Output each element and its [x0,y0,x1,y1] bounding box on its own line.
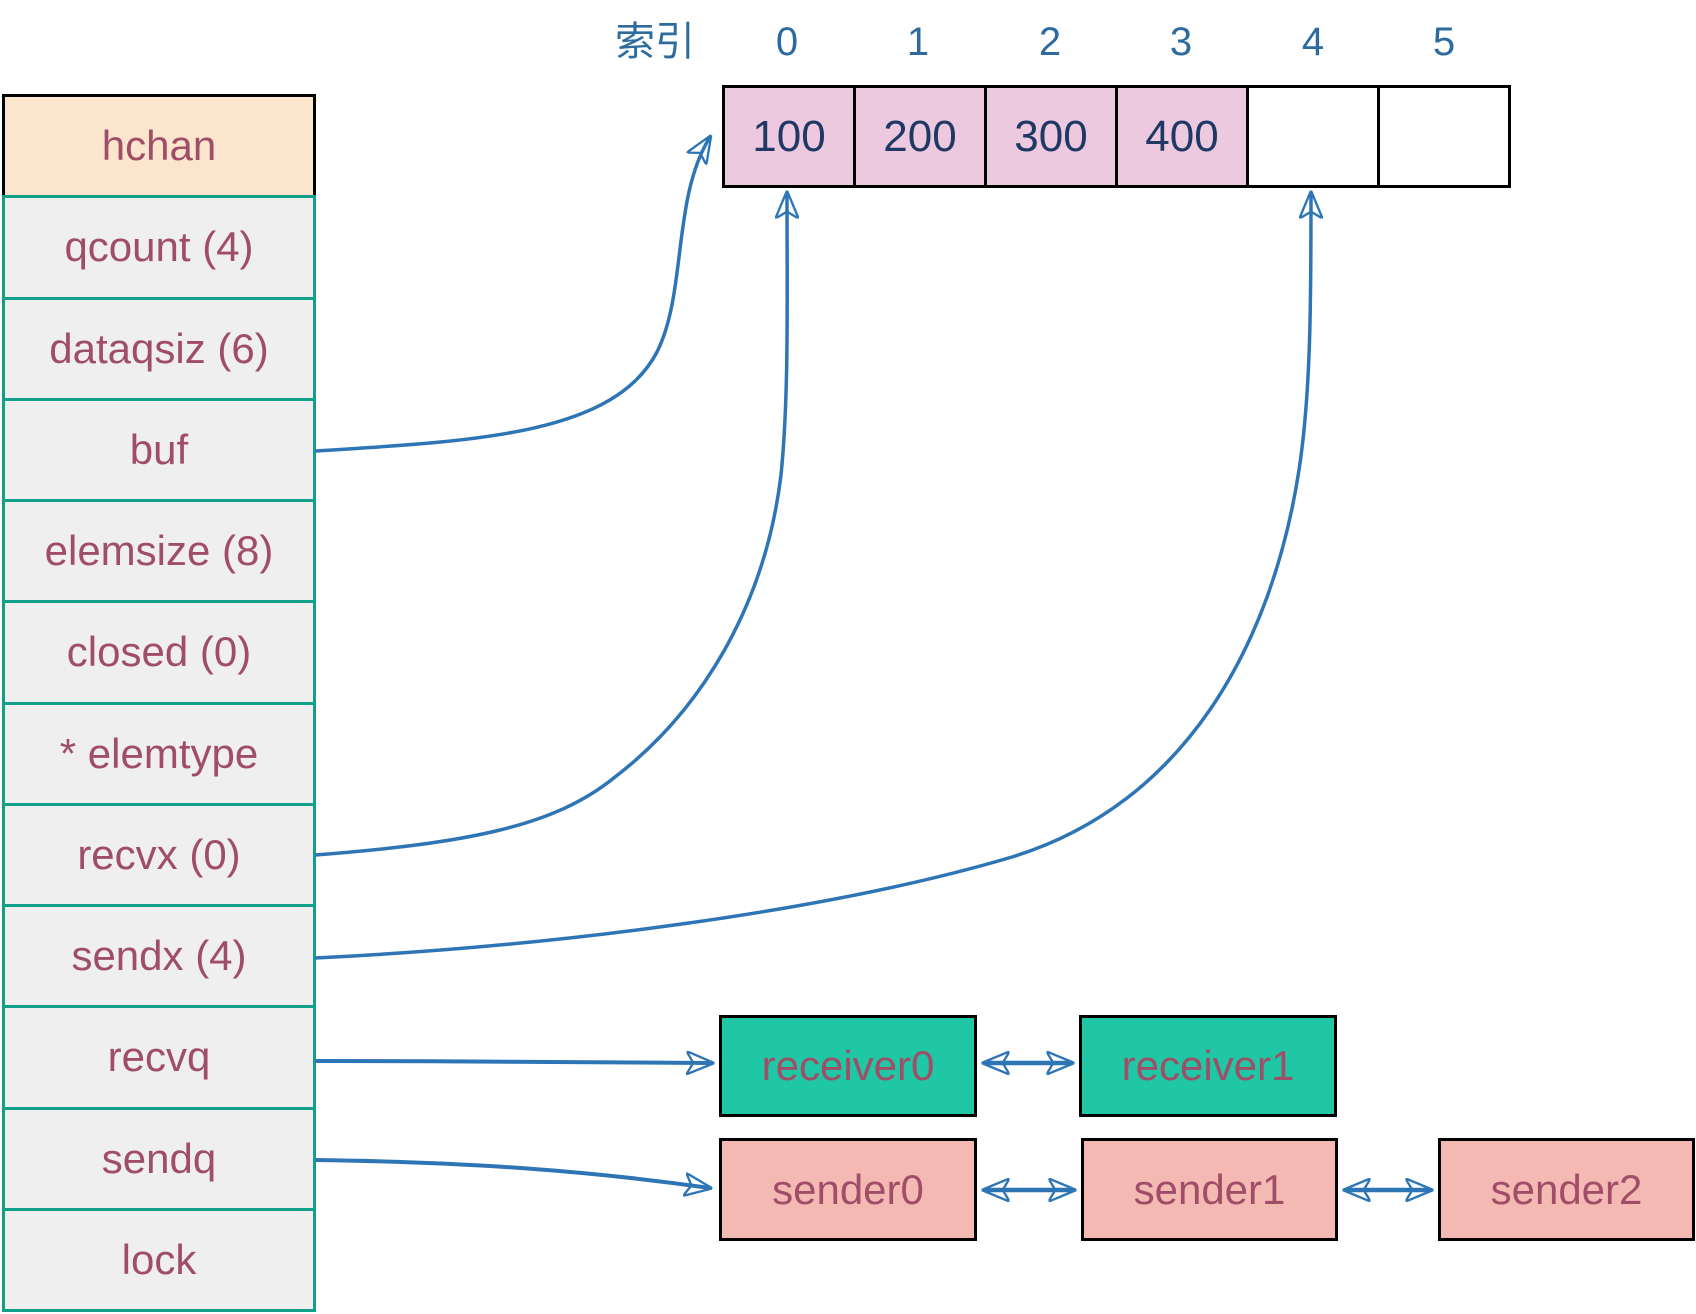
table-row-sendx: sendx (4) [2,904,316,1009]
recvq-to-receiver0-arrow [314,1061,712,1063]
buffer-cell-4 [1246,85,1380,188]
node-label: sender0 [772,1165,924,1213]
row-label: buf [129,425,189,473]
buffer-cell-2: 300 [984,85,1118,188]
buffer-cell-1: 200 [853,85,987,188]
table-row-elemtype: * elemtype [2,701,316,806]
cell-value: 400 [1145,111,1219,161]
buffer-cell-3: 400 [1115,85,1249,188]
row-label: recvx (0) [77,830,241,878]
row-label: elemsize (8) [44,527,274,575]
table-row-closed: closed (0) [2,600,316,705]
buf-to-buffer-arrow [314,137,710,453]
row-label: dataqsiz (6) [49,324,269,372]
receiver0-node: receiver0 [719,1015,977,1117]
cell-value: 300 [1014,111,1088,161]
index-label-1: 1 [906,20,930,64]
sender2-node: sender2 [1438,1138,1695,1241]
cell-value: 100 [752,111,826,161]
node-label: sender1 [1133,1165,1286,1213]
table-row-recvx: recvx (0) [2,802,316,907]
row-label: recvq [107,1033,211,1081]
index-label-2: 2 [1038,20,1062,64]
table-row-qcount: qcount (4) [2,195,316,300]
table-row-dataqsiz: dataqsiz (6) [2,296,316,401]
row-label: lock [121,1235,197,1283]
node-label: receiver1 [1121,1042,1295,1089]
table-row-hchan: hchan [2,94,316,199]
node-label: sender2 [1490,1165,1643,1213]
table-row-lock: lock [2,1207,316,1312]
row-label: sendx (4) [71,932,247,980]
hchan-struct-table: hchan qcount (4) dataqsiz (6) buf elemsi… [2,94,316,1312]
buffer-cell-0: 100 [722,85,856,188]
index-label-0: 0 [775,20,799,64]
cell-value: 200 [883,111,957,161]
index-label-5: 5 [1432,20,1456,64]
row-label: hchan [101,122,217,170]
buffer-cell-5 [1377,85,1511,188]
row-label: sendq [101,1134,217,1182]
ring-buffer-array: 100 200 300 400 [722,85,1511,188]
index-row-title: 索引 [615,20,695,64]
row-label: qcount (4) [64,223,254,271]
node-label: receiver0 [761,1042,935,1089]
table-row-elemsize: elemsize (8) [2,499,316,604]
table-row-buf: buf [2,397,316,502]
row-label: closed (0) [66,628,252,676]
sendq-to-sender0-arrow [314,1158,710,1188]
index-label-3: 3 [1169,20,1193,64]
sender1-node: sender1 [1081,1138,1338,1241]
table-row-sendq: sendq [2,1106,316,1211]
sender0-node: sender0 [719,1138,977,1241]
row-label: * elemtype [59,729,259,777]
index-label-4: 4 [1301,20,1325,64]
table-row-recvq: recvq [2,1005,316,1110]
receiver1-node: receiver1 [1079,1015,1337,1117]
recvx-to-cell0-arrow [314,193,787,857]
sendx-to-cell4-arrow [314,193,1311,960]
